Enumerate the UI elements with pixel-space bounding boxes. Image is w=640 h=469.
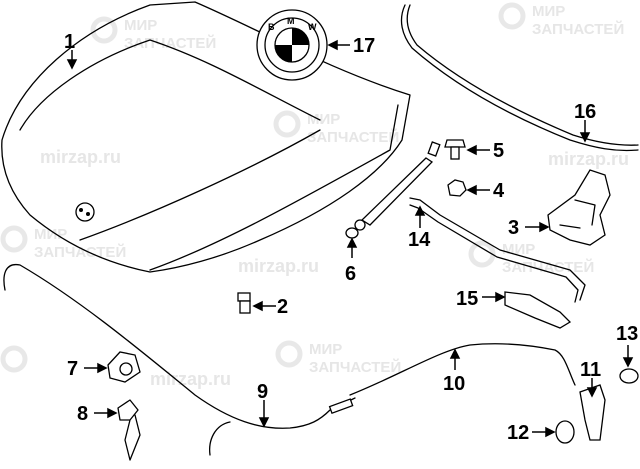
callout-17: 17 xyxy=(353,35,375,57)
callout-5: 5 xyxy=(493,140,504,162)
logo-letter: W xyxy=(308,22,317,32)
callout-12: 12 xyxy=(507,422,529,444)
callout-11: 11 xyxy=(580,359,601,381)
part-gas-strut xyxy=(345,141,441,239)
svg-text:ЗАПЧАСТЕЙ: ЗАПЧАСТЕЙ xyxy=(532,20,624,38)
svg-text:ЗАПЧАСТЕЙ: ЗАПЧАСТЕЙ xyxy=(309,358,401,376)
part-grommet xyxy=(555,420,575,444)
callout-arrows xyxy=(66,39,634,438)
part-bumper-stop xyxy=(237,292,251,314)
part-hood xyxy=(1,1,411,273)
part-cap xyxy=(619,368,639,384)
svg-text:ЗАПЧАСТЕЙ: ЗАПЧАСТЕЙ xyxy=(34,243,126,261)
part-latch-lower xyxy=(579,384,606,441)
callout-16: 16 xyxy=(574,101,596,123)
svg-text:ЗАПЧАСТЕЙ: ЗАПЧАСТЕЙ xyxy=(502,258,594,276)
callout-1: 1 xyxy=(64,31,75,53)
watermark-site: mirzap.ru xyxy=(150,369,231,389)
callout-13: 13 xyxy=(616,323,638,345)
callout-labels: 1 2 3 4 5 6 7 8 9 10 11 12 13 14 15 16 1… xyxy=(64,31,638,444)
callout-9: 9 xyxy=(257,381,268,403)
callout-8: 8 xyxy=(77,403,88,425)
part-release-cable xyxy=(3,263,356,429)
callout-2: 2 xyxy=(277,296,288,318)
callout-7: 7 xyxy=(67,358,78,380)
callout-3: 3 xyxy=(508,217,519,239)
part-seal xyxy=(406,4,639,146)
callout-4: 4 xyxy=(493,180,505,202)
watermark-site: mirzap.ru xyxy=(40,147,121,167)
part-seal xyxy=(400,4,639,152)
watermark-site: mirzap.ru xyxy=(548,149,629,169)
part-latch xyxy=(547,169,611,246)
svg-text:МИР: МИР xyxy=(307,111,340,128)
logo-letter: M xyxy=(287,16,295,26)
part-emblem: B M W xyxy=(256,9,328,81)
svg-text:МИР: МИР xyxy=(532,3,565,20)
part-rod xyxy=(409,197,586,303)
watermark xyxy=(0,345,28,373)
callout-14: 14 xyxy=(408,229,431,251)
part-bracket xyxy=(504,291,572,329)
watermark-site: mirzap.ru xyxy=(238,256,319,276)
svg-text:МИР: МИР xyxy=(124,17,157,34)
svg-text:ЗАПЧАСТЕЙ: ЗАПЧАСТЕЙ xyxy=(307,128,399,146)
callout-6: 6 xyxy=(345,263,356,285)
svg-text:МИР: МИР xyxy=(34,226,67,243)
svg-text:МИР: МИР xyxy=(309,341,342,358)
part-release-cable-2 xyxy=(349,343,576,396)
logo-letter: B xyxy=(268,22,275,32)
callout-15: 15 xyxy=(456,288,478,310)
part-nut xyxy=(447,179,467,197)
part-handle xyxy=(117,399,141,461)
svg-text:ЗАПЧАСТЕЙ: ЗАПЧАСТЕЙ xyxy=(124,34,216,52)
part-bolt xyxy=(444,139,466,160)
svg-text:МИР: МИР xyxy=(502,241,535,258)
callout-10: 10 xyxy=(443,373,465,395)
part-clip xyxy=(107,351,141,383)
